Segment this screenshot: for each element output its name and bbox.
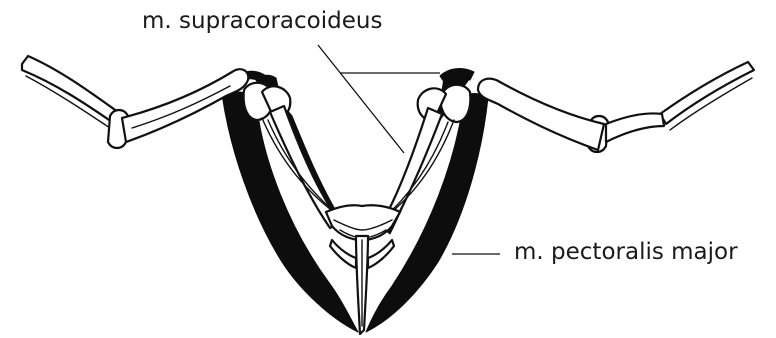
right-shoulder-joint: [441, 85, 471, 122]
left-wing: [22, 56, 248, 148]
right-radius: [606, 113, 664, 142]
left-wing-distal-bone: [22, 56, 118, 122]
sternum-right-flange: [368, 240, 394, 268]
sternum-left-flange: [330, 240, 356, 268]
sternal-plate: [326, 205, 400, 240]
supracoracoideus-leader-diagonal: [318, 45, 404, 153]
supracoracoideus-label: m. supracoracoideus: [142, 10, 382, 33]
right-humerus: [478, 79, 604, 150]
right-wing-distal-bone: [660, 62, 754, 124]
pectoralis-major-label: m. pectoralis major: [514, 241, 738, 264]
right-wing: [478, 62, 754, 152]
